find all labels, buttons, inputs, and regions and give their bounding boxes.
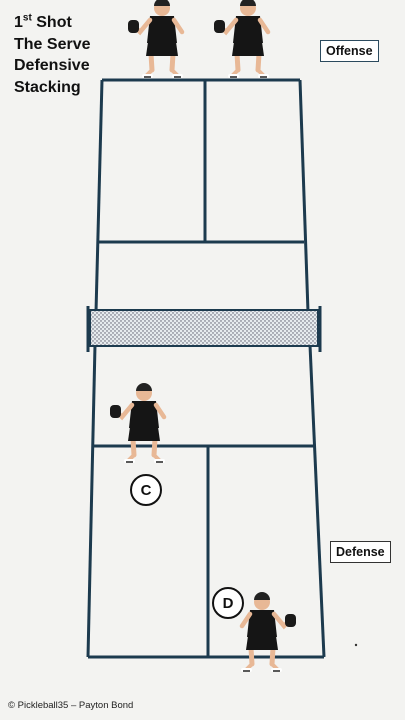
ball-dot xyxy=(354,643,358,647)
title-line-3: Defensive xyxy=(14,57,90,74)
offense-label: Offense xyxy=(320,40,379,62)
near-right-sideline xyxy=(308,344,326,658)
diagram-title: 1st Shot The Serve Defensive Stacking xyxy=(14,12,90,98)
player-d-marker: D xyxy=(212,587,244,619)
offense-player-left xyxy=(128,0,182,77)
defense-player-c xyxy=(110,383,164,462)
defense-label: Defense xyxy=(330,541,391,563)
title-line-4: Stacking xyxy=(14,78,81,96)
net xyxy=(86,306,322,352)
court-lines xyxy=(86,78,326,659)
defense-player-d xyxy=(242,592,296,671)
offense-player-right xyxy=(214,0,268,77)
player-c-marker: C xyxy=(130,474,162,506)
credit-text: © Pickleball35 – Payton Bond xyxy=(8,700,134,711)
title-line-2: The Serve xyxy=(14,35,91,53)
near-left-sideline xyxy=(86,344,97,658)
far-right-sideline xyxy=(298,79,310,313)
far-left-sideline xyxy=(94,79,104,313)
title-line-1: 1st Shot xyxy=(14,12,72,31)
